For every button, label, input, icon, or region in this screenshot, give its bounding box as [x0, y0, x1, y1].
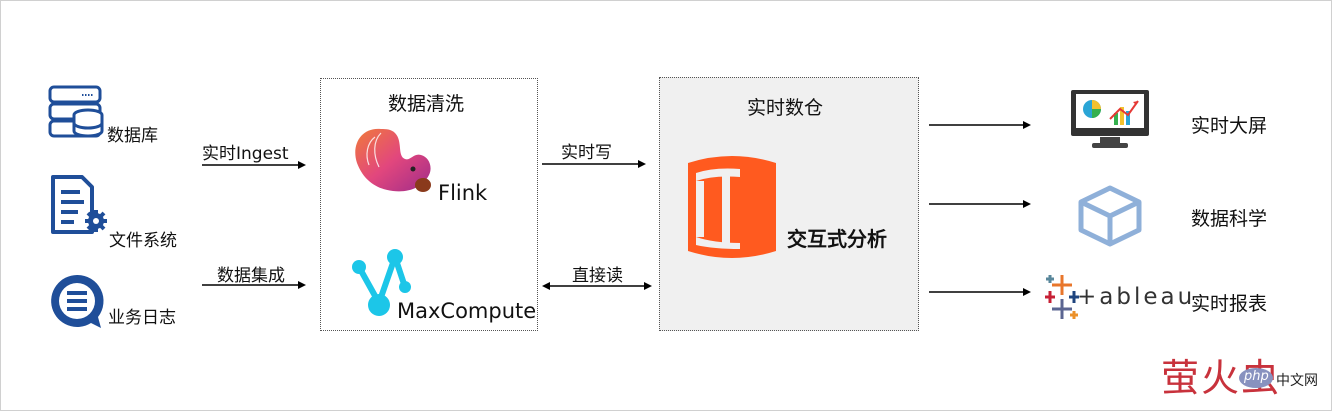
- data-science-arrow: [929, 200, 1031, 208]
- business-log-icon: [51, 274, 104, 328]
- flink-squirrel-icon: [355, 128, 431, 192]
- tableau-wordmark: +ableau: [1077, 284, 1196, 310]
- watermark-site: 中文网: [1276, 373, 1318, 389]
- realtime-warehouse-title: 实时数仓: [747, 97, 824, 119]
- file-system-label: 文件系统: [109, 231, 177, 251]
- watermark-php-text: php: [1244, 369, 1269, 384]
- maxcompute-label: MaxCompute: [397, 299, 537, 323]
- realtime-reports-label: 实时报表: [1191, 293, 1268, 315]
- tableau-logo-icon: [1045, 275, 1079, 319]
- maxcompute-icon: [352, 249, 411, 316]
- dashboard-arrow: [929, 121, 1031, 129]
- realtime-ingest-label: 实时Ingest: [202, 144, 289, 164]
- file-system-icon: [51, 175, 107, 234]
- database-label: 数据库: [107, 126, 158, 146]
- reports-arrow: [929, 288, 1031, 296]
- watermark-php-badge: [1239, 368, 1273, 388]
- write-arrow: [542, 160, 646, 168]
- data-cleaning-title: 数据清洗: [388, 93, 465, 115]
- data-integration-label: 数据集成: [217, 266, 285, 286]
- hologres-icon: [688, 156, 776, 258]
- data-science-cube-icon: [1078, 185, 1142, 247]
- ingest-arrow: [202, 161, 306, 169]
- database-icon: [48, 85, 104, 138]
- realtime-write-label: 实时写: [561, 143, 612, 163]
- flink-label: Flink: [438, 181, 488, 205]
- data-science-label: 数据科学: [1191, 208, 1268, 230]
- integration-arrow: [202, 281, 306, 289]
- interactive-analysis-label: 交互式分析: [787, 227, 887, 251]
- business-log-label: 业务日志: [108, 308, 176, 328]
- realtime-dashboard-label: 实时大屏: [1191, 115, 1268, 137]
- read-arrow: [542, 282, 652, 290]
- dashboard-monitor-icon: [1071, 90, 1149, 148]
- direct-read-label: 直接读: [572, 266, 623, 286]
- data-cleaning-box: [320, 78, 538, 331]
